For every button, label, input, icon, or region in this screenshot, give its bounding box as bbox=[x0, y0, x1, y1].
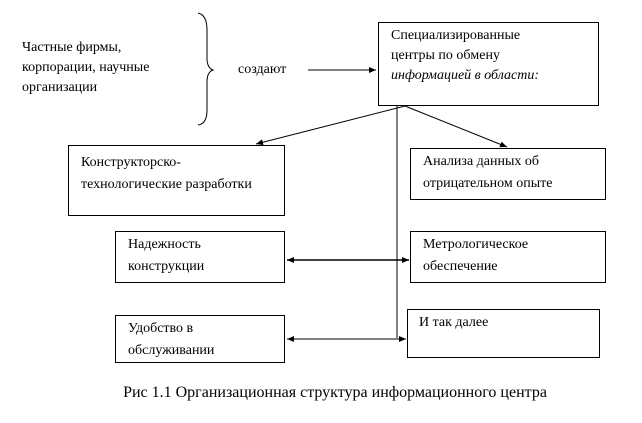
source-organizations: Частные фирмы, корпорации, научные орган… bbox=[22, 38, 149, 98]
center-line-italic: информацией в области: bbox=[391, 68, 539, 83]
area-line: обслуживании bbox=[128, 343, 215, 358]
area-box-reliability: Надежность конструкции bbox=[115, 231, 285, 283]
curly-brace bbox=[197, 12, 215, 126]
figure-caption: Рис 1.1 Организационная структура информ… bbox=[123, 384, 547, 401]
area-line: технологические разработки bbox=[81, 177, 252, 192]
area-line: отрицательном опыте bbox=[423, 176, 553, 191]
area-box-convenience: Удобство в обслуживании bbox=[115, 315, 285, 363]
area-box-analysis: Анализа данных об отрицательном опыте bbox=[410, 148, 606, 200]
area-line: Метрологическое bbox=[423, 237, 529, 252]
area-line: конструкции bbox=[128, 259, 205, 274]
center-line: центры по обмену bbox=[391, 48, 500, 63]
source-line: организации bbox=[22, 80, 98, 95]
source-line: корпорации, научные bbox=[22, 60, 150, 75]
area-line: И так далее bbox=[419, 315, 489, 330]
arrow-to-analysis bbox=[404, 105, 508, 148]
area-line: обеспечение bbox=[423, 259, 498, 274]
area-line: Надежность bbox=[128, 237, 201, 252]
center-box: Специализированные центры по обмену инфо… bbox=[378, 22, 599, 106]
area-line: Удобство в bbox=[128, 321, 194, 336]
area-box-metrology: Метрологическое обеспечение bbox=[410, 231, 606, 283]
area-box-design: Конструкторско- технологические разработ… bbox=[68, 145, 285, 216]
creates-label: создают bbox=[238, 62, 287, 77]
source-line: Частные фирмы, bbox=[22, 40, 122, 55]
center-line: Специализированные bbox=[391, 28, 521, 43]
area-line: Конструкторско- bbox=[81, 155, 181, 170]
arrow-to-design bbox=[255, 105, 406, 146]
area-box-etc: И так далее bbox=[407, 309, 600, 358]
area-line: Анализа данных об bbox=[423, 154, 540, 169]
